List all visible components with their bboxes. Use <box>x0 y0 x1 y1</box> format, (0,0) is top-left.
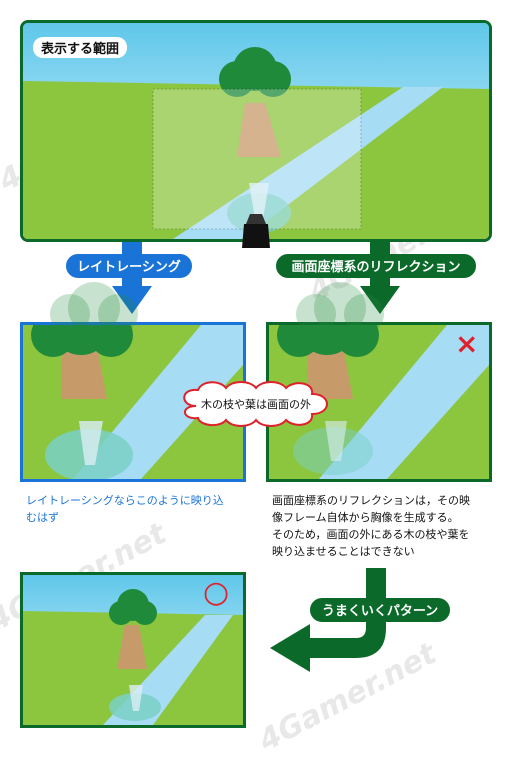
camera-icon <box>242 214 270 248</box>
caption-line: 映り込ませることはできない <box>272 545 415 558</box>
bubble-text: 木の枝や葉は画面の外 <box>201 398 311 411</box>
screen-space-reflection-label: 画面座標系のリフレクション <box>276 254 476 278</box>
ray-tracing-label: レイトレーシング <box>66 254 192 278</box>
caption-line: レイトレーシングならこのように映り込 <box>26 494 224 507</box>
scene-illustration <box>23 23 489 239</box>
panel-title: 表示する範囲 <box>33 37 128 58</box>
caption-line: むはず <box>26 511 59 524</box>
cross-mark: × <box>455 327 479 360</box>
circle-mark: ○ <box>203 575 230 610</box>
ray-tracing-caption: レイトレーシングならこのように映り込 むはず <box>26 492 224 526</box>
caption-line: 画面座標系のリフレクションは，その映 <box>272 494 470 507</box>
tree-ghost-above <box>296 282 384 332</box>
tree-ghost-above <box>50 282 138 332</box>
success-pattern-panel: ○ <box>20 572 246 728</box>
success-pattern-label: うまくいくパターン <box>310 598 450 622</box>
caption-line: 像フレーム自体から胸像を生成する。 <box>272 511 459 524</box>
caption-line: そのため，画面の外にある木の枝や葉を <box>272 528 470 541</box>
cloud-bubble <box>183 381 328 427</box>
success-scene <box>23 575 243 725</box>
display-range-panel: 表示する範囲 <box>20 20 492 242</box>
ssr-caption: 画面座標系のリフレクションは，その映 像フレーム自体から胸像を生成する。 そのた… <box>272 492 470 560</box>
curved-arrow-green <box>270 568 386 672</box>
